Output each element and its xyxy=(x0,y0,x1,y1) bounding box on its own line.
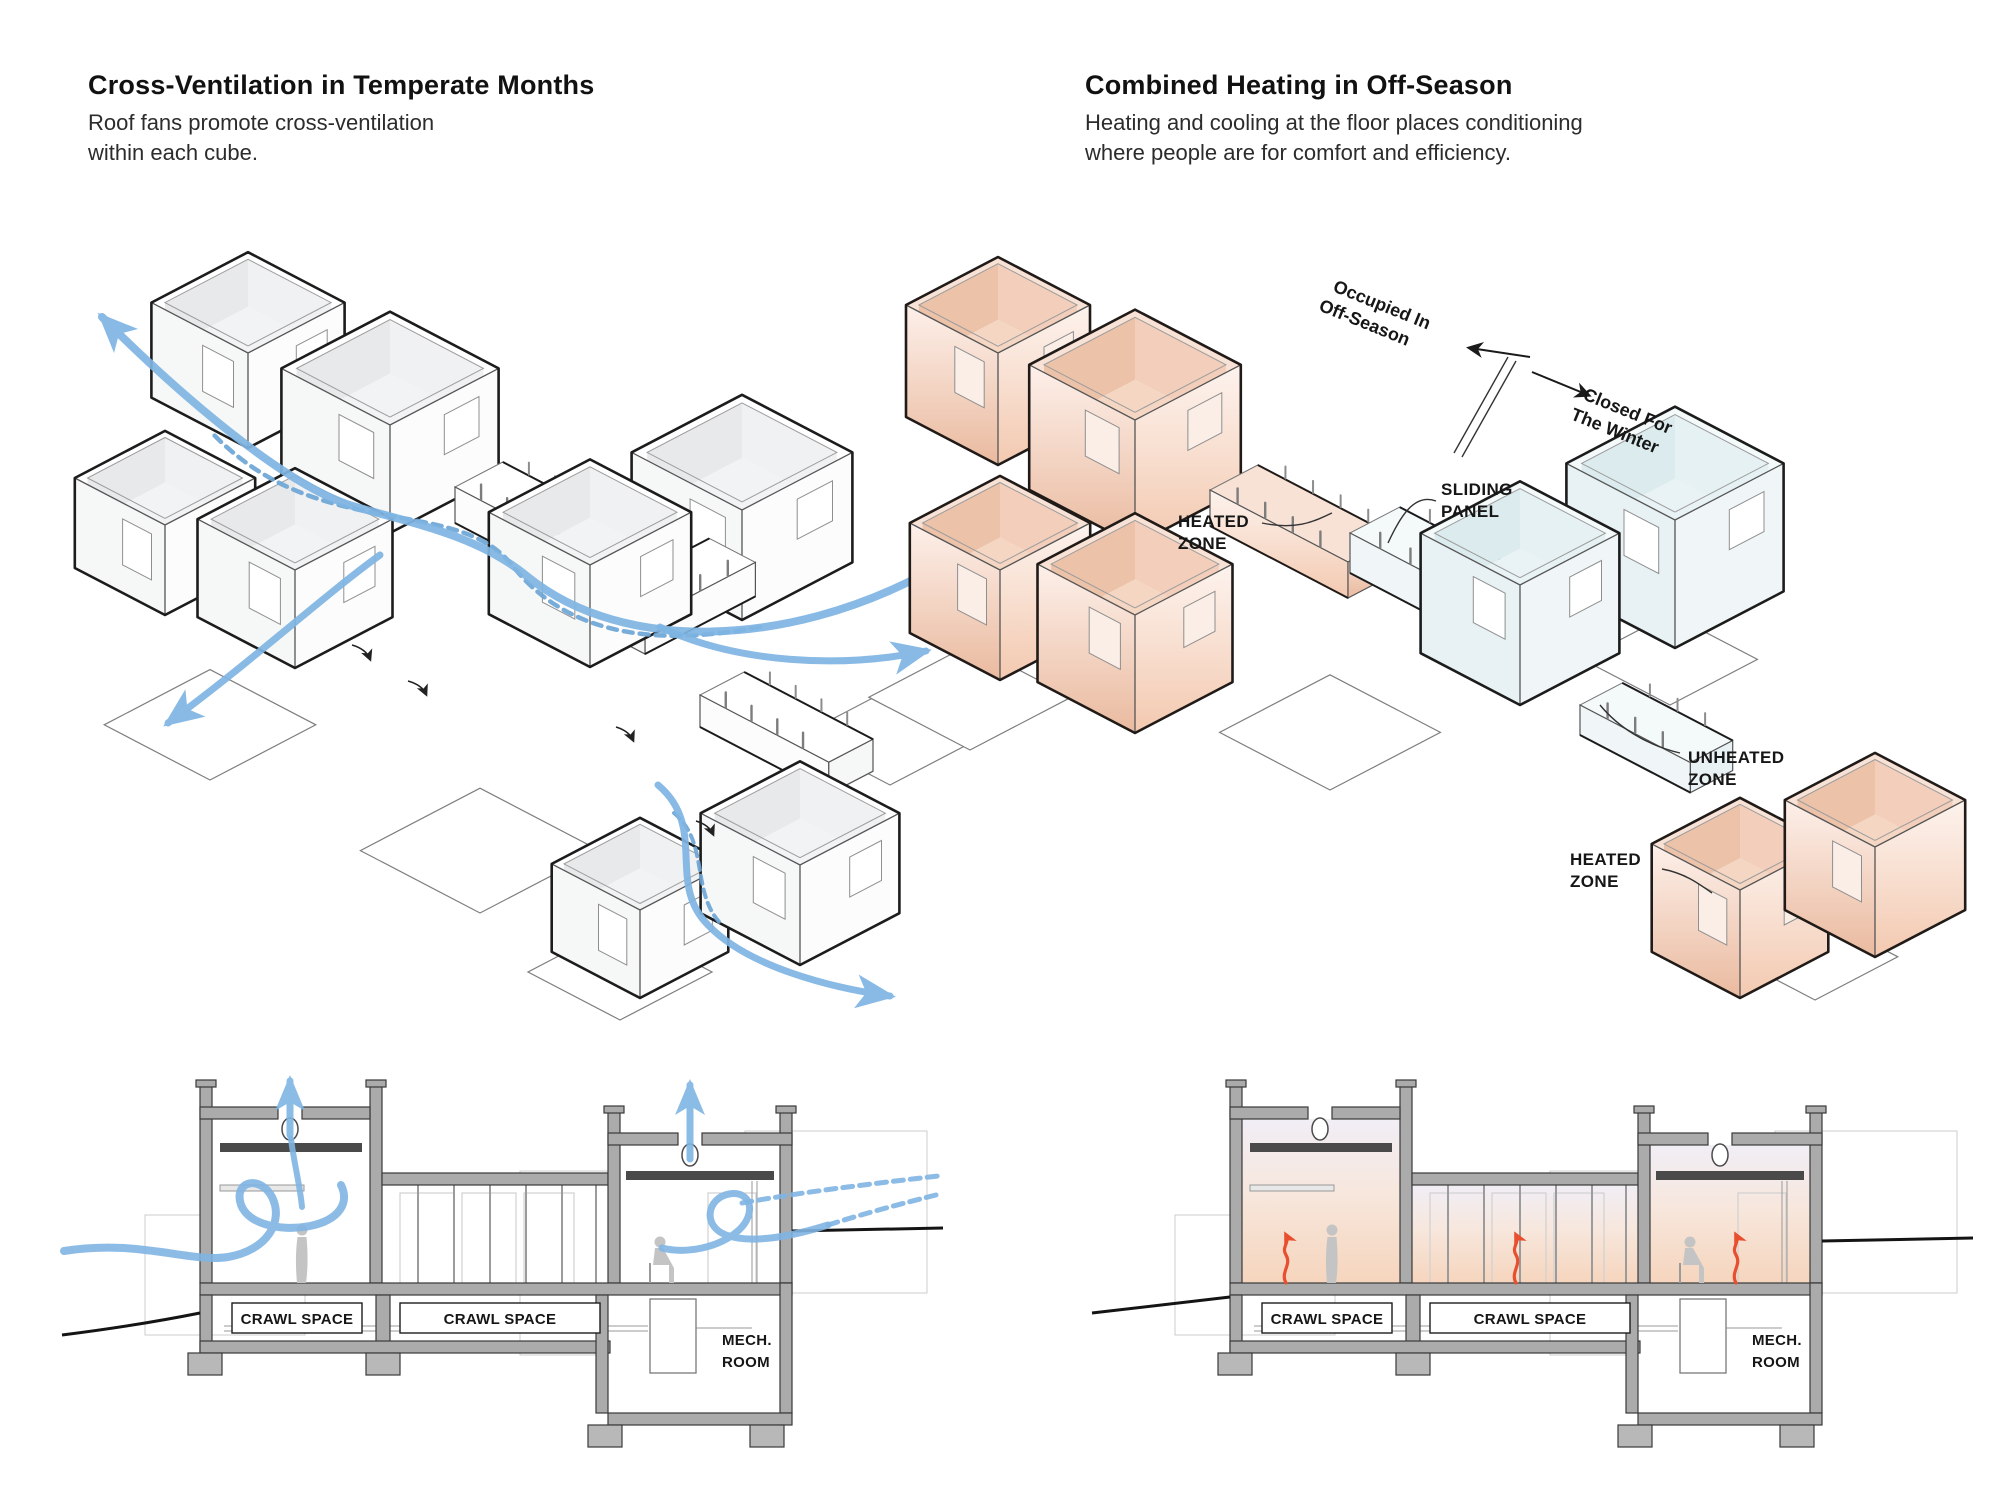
mech-room-label: MECH. ROOM xyxy=(722,1332,776,1371)
occupied-off-season-label: Occupied In Off-Season xyxy=(1316,274,1438,357)
axon-geometry xyxy=(867,255,1967,1001)
combined-heating-section-diagram: CRAWL SPACE CRAWL SPACE MECH. ROOM xyxy=(1091,1079,1974,1448)
unheated-zone-label: UNHEATED ZONE xyxy=(1688,748,1790,789)
crawl-space-right-label: CRAWL SPACE xyxy=(1474,1311,1587,1328)
mech-room-label: MECH. ROOM xyxy=(1752,1332,1806,1371)
heated-zone-lower-leader xyxy=(1661,868,1713,894)
sliding-panel-leader xyxy=(1387,498,1437,544)
section-annotations: CRAWL SPACE CRAWL SPACE MECH. ROOM xyxy=(1271,1311,1806,1371)
crawl-space-right-label: CRAWL SPACE xyxy=(444,1311,557,1328)
left-subtitle-line2: within each cube. xyxy=(88,140,258,165)
sliding-panel-label: SLIDING PANEL xyxy=(1441,480,1518,521)
combined-heating-axon-diagram: Occupied In Off-Season Closed For The Wi… xyxy=(867,255,1967,1001)
unheated-zone-leader xyxy=(1599,704,1681,754)
left-panel-title: Cross-Ventilation in Temperate Months xyxy=(88,70,595,100)
closed-direction-arrow xyxy=(1531,371,1592,398)
right-panel-title: Combined Heating in Off-Season xyxy=(1085,70,1513,100)
cross-ventilation-axon-diagram xyxy=(73,250,984,1021)
section-annotations: CRAWL SPACE CRAWL SPACE MECH. ROOM xyxy=(241,1311,776,1371)
sliding-panel-divider-line xyxy=(1461,360,1517,458)
right-panel-subtitle: Heating and cooling at the floor places … xyxy=(1085,108,1583,168)
sliding-panel-divider-line xyxy=(1453,356,1509,454)
left-subtitle-line1: Roof fans promote cross-ventilation xyxy=(88,110,435,135)
right-subtitle-line2: where people are for comfort and efficie… xyxy=(1085,140,1511,165)
heated-zone-lower-label: HEATED ZONE xyxy=(1570,850,1646,891)
crawl-space-left-label: CRAWL SPACE xyxy=(1271,1311,1384,1328)
heated-zone-upper-label: HEATED ZONE xyxy=(1178,512,1254,553)
crawl-space-left-label: CRAWL SPACE xyxy=(241,1311,354,1328)
right-subtitle-line1: Heating and cooling at the floor places … xyxy=(1085,110,1583,135)
occupied-direction-arrow xyxy=(1466,342,1531,358)
left-panel-header: Cross-Ventilation in Temperate Months Ro… xyxy=(88,70,594,168)
section-geometry xyxy=(60,1075,944,1448)
heated-zone-upper-leader xyxy=(1261,512,1333,527)
axon-geometry xyxy=(73,250,984,1021)
section-geometry xyxy=(1091,1079,1974,1448)
right-panel-header: Combined Heating in Off-Season Heating a… xyxy=(1085,70,1583,168)
cross-ventilation-section-diagram: CRAWL SPACE CRAWL SPACE MECH. ROOM xyxy=(60,1075,944,1448)
left-panel-subtitle: Roof fans promote cross-ventilation with… xyxy=(88,108,594,168)
